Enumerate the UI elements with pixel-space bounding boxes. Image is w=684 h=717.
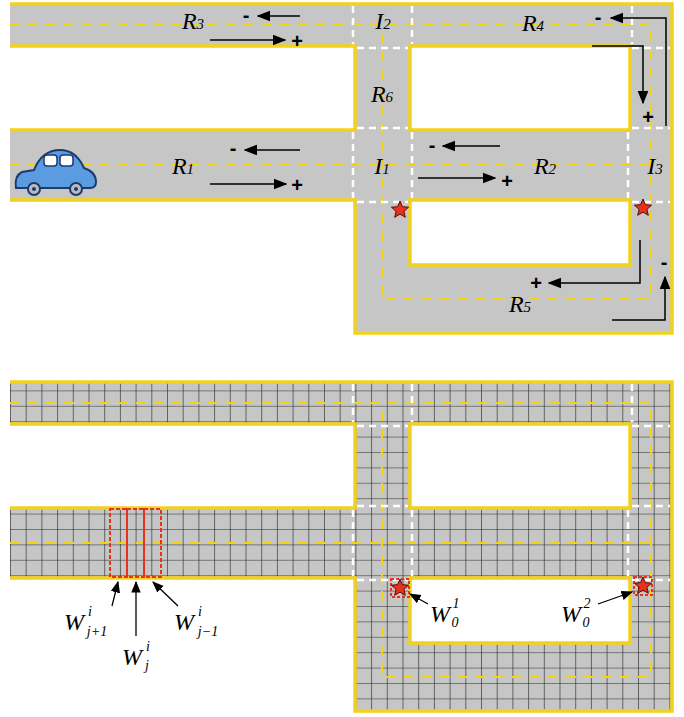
- direction-sign: -: [661, 252, 668, 272]
- cell-symbol: W: [561, 602, 581, 626]
- road-border: [10, 4, 672, 333]
- stop-line: [357, 47, 408, 50]
- star-marker: [634, 199, 651, 215]
- road-label: R5: [509, 292, 531, 316]
- stop-line: [357, 505, 408, 508]
- stop-line: [411, 384, 414, 422]
- road-label: R3: [182, 9, 204, 33]
- car-wheel: [70, 183, 82, 195]
- cell-symbol: W: [174, 610, 194, 634]
- car-body: [16, 150, 96, 188]
- stop-line: [632, 505, 670, 508]
- stop-line: [627, 132, 630, 198]
- direction-sign: +: [642, 107, 654, 127]
- road-surface: [10, 4, 672, 333]
- stop-line: [631, 6, 634, 44]
- stop-line: [352, 132, 355, 198]
- grid-map: [10, 382, 672, 711]
- superscript: i: [198, 605, 202, 619]
- direction-sign: +: [530, 273, 542, 293]
- direction-sign: +: [291, 175, 303, 195]
- direction-sign: +: [291, 31, 303, 51]
- stop-line: [352, 6, 355, 44]
- direction-arrow: [443, 145, 500, 147]
- stop-line: [411, 132, 414, 198]
- direction-arrow: [549, 240, 640, 283]
- leader-line: [135, 582, 136, 636]
- stop-line: [352, 510, 355, 576]
- superscript: 1: [453, 597, 460, 611]
- direction-arrow: [210, 39, 285, 41]
- direction-arrow: [210, 183, 286, 185]
- subscript: j−1: [198, 625, 218, 639]
- direction-sign: +: [501, 171, 513, 191]
- superscript: i: [146, 640, 150, 654]
- cell-column: [144, 509, 161, 577]
- direction-arrow: [418, 177, 495, 179]
- direction-sign: -: [230, 138, 237, 158]
- road-map-top: [10, 4, 672, 333]
- stop-line: [352, 384, 355, 422]
- stop-line: [357, 127, 408, 130]
- stop-line: [632, 425, 670, 428]
- direction-arrow: [612, 277, 665, 320]
- intersection-label: I1: [374, 154, 390, 178]
- road-label: R2: [534, 154, 556, 178]
- stop-line: [632, 127, 670, 130]
- leader-line: [598, 592, 632, 604]
- leader-line: [410, 594, 428, 604]
- subscript: 0: [583, 616, 590, 630]
- stop-line: [357, 425, 408, 428]
- leader-line: [112, 582, 118, 606]
- road-label: R1: [172, 154, 194, 178]
- road-label: R6: [371, 82, 393, 106]
- direction-arrow: [258, 15, 300, 17]
- car-icon: [16, 150, 96, 195]
- cell-symbol: W: [430, 602, 450, 626]
- subscript: j+1: [87, 625, 107, 639]
- superscript: i: [88, 605, 92, 619]
- cell-column: [127, 509, 144, 577]
- leader-line: [153, 582, 178, 606]
- direction-arrow: [611, 18, 666, 126]
- direction-arrow: [592, 46, 643, 103]
- stop-line: [411, 6, 414, 44]
- direction-arrow: [245, 149, 300, 151]
- center-line: [10, 403, 651, 677]
- stop-line: [411, 510, 414, 576]
- car-window: [60, 155, 73, 166]
- center-line: [10, 25, 651, 299]
- intersection-label: I3: [647, 154, 663, 178]
- star-marker: [634, 577, 651, 593]
- stop-line: [631, 384, 634, 422]
- star-marker: [391, 579, 408, 595]
- stop-line: [627, 510, 630, 576]
- car-hub: [74, 187, 78, 191]
- superscript: 2: [584, 597, 591, 611]
- cell-symbol: W: [64, 610, 84, 634]
- stop-line: [632, 201, 670, 204]
- cell-symbol: W: [122, 645, 142, 669]
- road-surface: [10, 382, 672, 711]
- cell-box: [391, 579, 409, 597]
- cell-box: [634, 577, 652, 595]
- direction-sign: -: [429, 135, 436, 155]
- subscript: j: [145, 659, 149, 673]
- car-wheel: [28, 183, 40, 195]
- direction-sign: -: [595, 7, 602, 27]
- road-label: R4: [522, 11, 544, 35]
- direction-sign: -: [243, 5, 250, 25]
- stop-line: [632, 47, 670, 50]
- star-marker: [391, 201, 408, 217]
- intersection-label: I2: [375, 9, 391, 33]
- car-hub: [32, 187, 36, 191]
- road-border: [10, 382, 672, 711]
- cell-column: [110, 509, 127, 577]
- car-window: [44, 155, 57, 166]
- subscript: 0: [452, 616, 459, 630]
